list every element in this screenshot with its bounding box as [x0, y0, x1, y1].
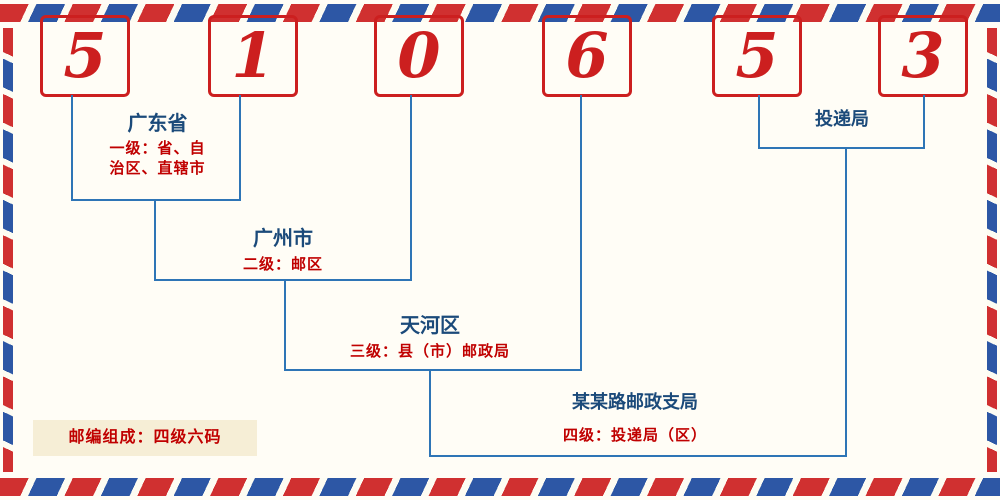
digit-2: 1: [231, 19, 275, 92]
connector-line-l4-bottom: [429, 455, 847, 457]
level3-region: 天河区: [400, 315, 460, 337]
digit-box-1: 5: [40, 15, 130, 97]
connector-line-delivery-right: [923, 95, 925, 149]
connector-line-l2-right: [410, 95, 412, 281]
digit-4: 6: [565, 19, 609, 92]
connector-line-delivery-left: [758, 95, 760, 149]
level1-desc: 一级：省、自治区、直辖市: [109, 140, 206, 177]
digit-1: 5: [63, 19, 107, 92]
level1-region: 广东省: [127, 113, 188, 135]
digit-box-6: 3: [878, 15, 968, 97]
airmail-border-right: [987, 28, 997, 472]
connector-line-l4-left: [429, 371, 431, 457]
level4-desc: 四级：投递局（区）: [562, 426, 707, 444]
connector-line-l1-bottom: [71, 199, 241, 201]
digit-6: 3: [901, 19, 945, 92]
digit-3: 0: [397, 19, 441, 92]
level2-desc: 二级：邮区: [242, 256, 323, 273]
digit-5: 5: [735, 19, 779, 92]
digit-box-2: 1: [208, 15, 298, 97]
label-level3: 天河区 三级：县（市）邮政局: [318, 314, 542, 362]
airmail-border-left: [3, 28, 13, 472]
airmail-border-bottom: [0, 478, 1000, 496]
digit-box-3: 0: [374, 15, 464, 97]
label-level2: 广州市 二级：邮区: [200, 227, 366, 275]
connector-line-l3-left: [284, 281, 286, 371]
connector-line-l2-bottom: [154, 279, 412, 281]
digit-box-4: 6: [542, 15, 632, 97]
digit-box-5: 5: [712, 15, 802, 97]
delivery-office-label: 投递局: [815, 109, 869, 129]
label-delivery-office: 投递局: [770, 109, 914, 131]
connector-line-l3-right: [580, 95, 582, 371]
connector-line-delivery-bottom: [758, 147, 925, 149]
connector-line-l2-left: [154, 201, 156, 281]
level4-region: 某某路邮政支局: [572, 392, 698, 412]
level3-desc: 三级：县（市）邮政局: [349, 343, 510, 360]
connector-line-l1-left: [71, 95, 73, 201]
connector-line-l3-bottom: [284, 369, 582, 371]
connector-line-l4-right: [845, 147, 847, 457]
composition-note: 邮编组成：四级六码: [33, 420, 257, 456]
label-level4: 某某路邮政支局 四级：投递局（区）: [518, 392, 752, 445]
label-level1: 广东省 一级：省、自治区、直辖市: [75, 112, 240, 178]
airmail-border-top: [0, 4, 1000, 22]
connector-line-l1-right: [239, 95, 241, 201]
level2-region: 广州市: [253, 228, 313, 250]
